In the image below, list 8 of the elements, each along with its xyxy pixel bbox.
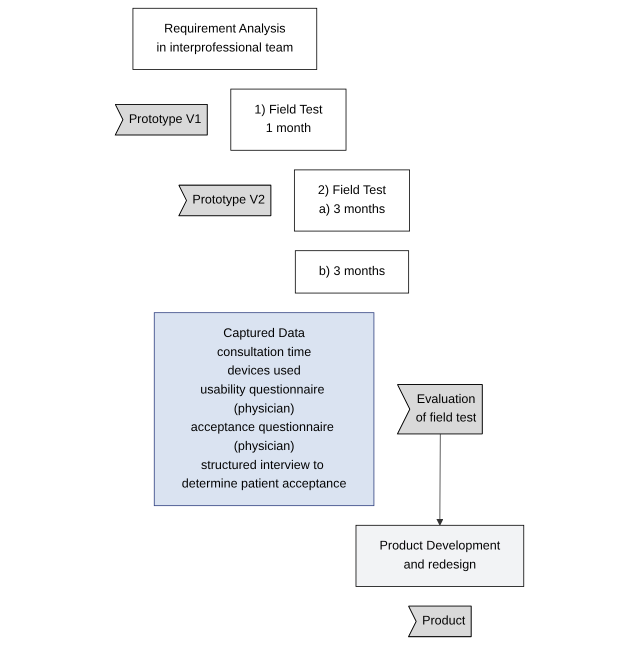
node-box [356,524,524,587]
node-box [132,8,318,70]
flowchart: Requirement Analysis in interprofessional team Prototype V1 1) Field Test 1 month Prototype V2 2) Field Test a) 3 months b) 3 months Captured Data consultation time devices used usability questionnaire (physician) acceptance questionnaire (physician) structured interview to determine patient acceptance Evaluation of field test Product Development and redesign Product [108,2,530,643]
node-box [294,170,410,232]
arrow [436,434,444,526]
node-box [154,312,374,506]
node-box [294,250,410,294]
node-box [230,88,346,151]
